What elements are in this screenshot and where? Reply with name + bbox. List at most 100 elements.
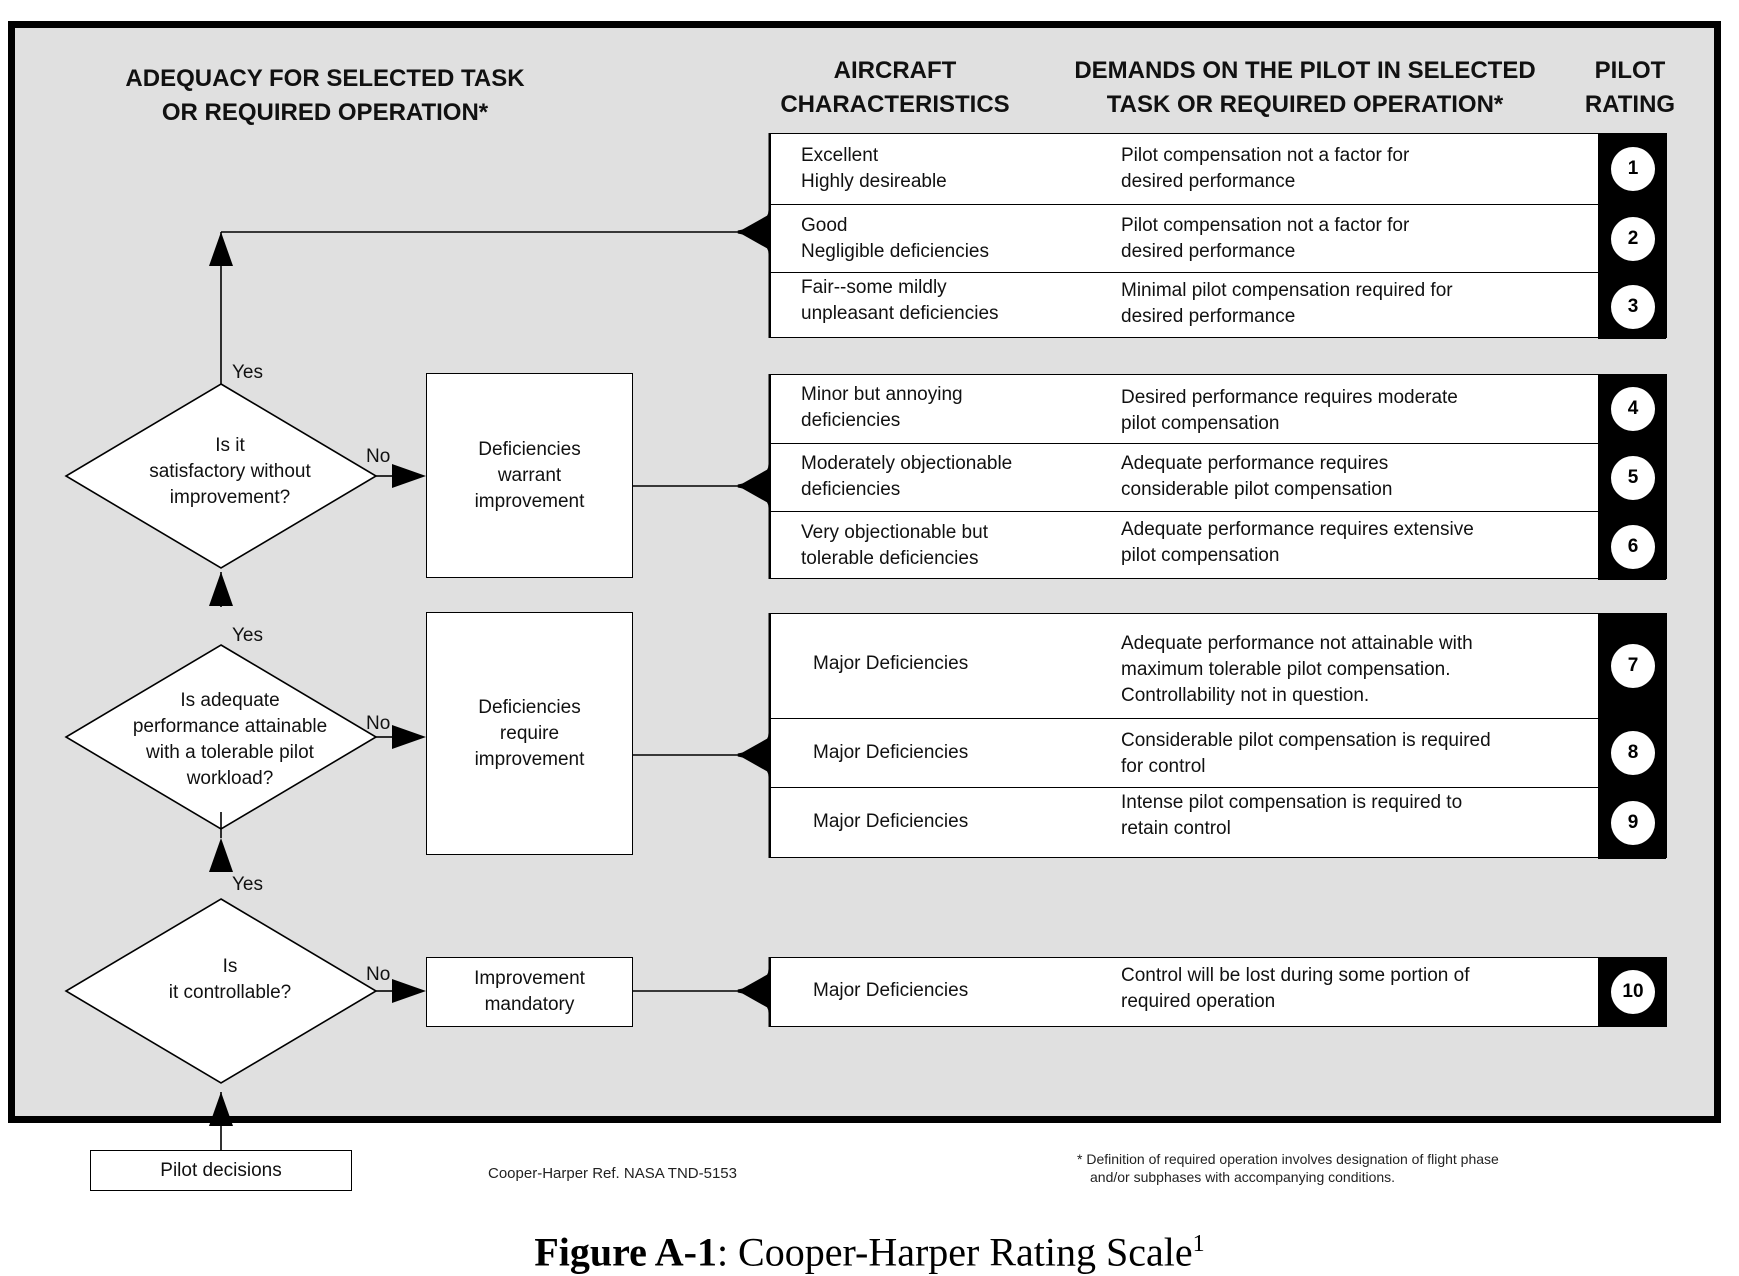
aircraft-characteristic: Major Deficiencies bbox=[813, 978, 1113, 1004]
yes-label: Yes bbox=[232, 362, 263, 383]
question-satisfactory: Is it satisfactory without improvement? bbox=[110, 433, 350, 511]
bracket-point-icon bbox=[738, 468, 770, 504]
demand-line: Pilot compensation not a factor for bbox=[1121, 145, 1410, 166]
pilot-demand: Intense pilot compensation is required t… bbox=[1121, 790, 1541, 842]
aircraft-characteristic: Major Deficiencies bbox=[813, 809, 1113, 835]
header-aircraft-line: AIRCRAFT bbox=[833, 57, 957, 84]
char-line: Major Deficiencies bbox=[813, 980, 969, 1001]
demand-line: Adequate performance not attainable with bbox=[1121, 633, 1473, 654]
outcome-box-warrant: Deficiencies warrant improvement bbox=[426, 373, 633, 578]
header-demands-line: DEMANDS ON THE PILOT IN SELECTED bbox=[1074, 57, 1536, 84]
arrowhead-up-icon bbox=[209, 572, 233, 606]
char-line: Negligible deficiencies bbox=[801, 241, 989, 262]
footnote-line: * Definition of required operation invol… bbox=[1077, 1151, 1499, 1167]
rating-cell: 4 bbox=[1598, 375, 1666, 443]
footnote: * Definition of required operation invol… bbox=[1077, 1150, 1499, 1186]
pilot-decisions-box: Pilot decisions bbox=[90, 1150, 352, 1191]
char-line: Excellent bbox=[801, 145, 879, 166]
no-label: No bbox=[366, 713, 391, 734]
rating-band-warrant: Minor but annoying deficiencies Desired p… bbox=[770, 374, 1667, 580]
yes-label: Yes bbox=[232, 625, 263, 646]
arrowhead-up-icon bbox=[209, 838, 233, 872]
demand-line: Control will be lost during some portion… bbox=[1121, 965, 1470, 986]
aircraft-characteristic: Major Deficiencies bbox=[813, 651, 1113, 677]
rating-cell: 3 bbox=[1598, 273, 1666, 339]
char-line: Major Deficiencies bbox=[813, 811, 969, 832]
outcome-box-require: Deficiencies require improvement bbox=[426, 612, 633, 855]
char-line: unpleasant deficiencies bbox=[801, 303, 999, 324]
arrowhead-up-icon bbox=[209, 232, 233, 266]
rating-row-9: Major Deficiencies Intense pilot compens… bbox=[771, 787, 1666, 859]
header-adequacy-line: OR REQUIRED OPERATION* bbox=[161, 99, 489, 126]
char-line: Minor but annoying bbox=[801, 384, 963, 405]
caption-title: : Cooper-Harper Rating Scale bbox=[716, 1229, 1193, 1275]
no-label: No bbox=[366, 446, 391, 467]
header-aircraft: AIRCRAFT CHARACTERISTICS bbox=[770, 54, 1020, 122]
rating-badge-5: 5 bbox=[1611, 456, 1655, 500]
cooper-harper-diagram: ADEQUACY FOR SELECTED TASK OR REQUIRED O… bbox=[8, 21, 1721, 1274]
rating-badge-9: 9 bbox=[1611, 801, 1655, 845]
rating-cell: 9 bbox=[1598, 788, 1666, 859]
char-line: Good bbox=[801, 215, 848, 236]
caption-label: Figure A-1 bbox=[534, 1229, 717, 1275]
bracket-point-icon bbox=[738, 214, 770, 250]
header-adequacy: ADEQUACY FOR SELECTED TASK OR REQUIRED O… bbox=[100, 62, 550, 130]
decision-diamond bbox=[64, 383, 378, 569]
decision-diamond bbox=[64, 898, 378, 1084]
char-line: Major Deficiencies bbox=[813, 653, 969, 674]
flow-connectors bbox=[64, 133, 772, 1150]
demand-line: pilot compensation bbox=[1121, 413, 1280, 434]
pilot-decisions-label: Pilot decisions bbox=[160, 1159, 282, 1181]
question-line: performance attainable bbox=[132, 716, 328, 737]
footnote-line: and/or subphases with accompanying condi… bbox=[1090, 1169, 1396, 1185]
header-rating-line: PILOT bbox=[1594, 57, 1666, 84]
arrowhead-right-icon bbox=[392, 725, 426, 749]
question-adequate-performance: Is adequate performance attainable with … bbox=[100, 688, 360, 792]
outcome-line: Deficiencies bbox=[478, 438, 581, 460]
char-line: tolerable deficiencies bbox=[801, 548, 979, 569]
question-line: satisfactory without bbox=[149, 461, 311, 482]
rating-badge-6: 6 bbox=[1611, 525, 1655, 569]
question-controllable: Is it controllable? bbox=[110, 954, 350, 1006]
outcome-line: warrant bbox=[497, 464, 562, 486]
question-line: Is it bbox=[215, 435, 245, 456]
question-line: improvement? bbox=[169, 487, 291, 508]
demand-line: desired performance bbox=[1121, 241, 1296, 262]
char-line: Very objectionable but bbox=[801, 522, 988, 543]
rating-badge-8: 8 bbox=[1611, 731, 1655, 775]
demand-line: Desired performance requires moderate bbox=[1121, 387, 1458, 408]
question-line: Is bbox=[222, 956, 238, 977]
demand-line: Adequate performance requires bbox=[1121, 453, 1389, 474]
demand-line: Minimal pilot compensation required for bbox=[1121, 280, 1453, 301]
demand-line: for control bbox=[1121, 756, 1206, 777]
char-line: deficiencies bbox=[801, 479, 901, 500]
rating-badge-7: 7 bbox=[1611, 644, 1655, 688]
demand-line: maximum tolerable pilot compensation. bbox=[1121, 659, 1451, 680]
arrowhead-right-icon bbox=[392, 464, 426, 488]
rating-badge-1: 1 bbox=[1611, 147, 1655, 191]
header-rating: PILOT RATING bbox=[1570, 54, 1690, 122]
rating-badge-2: 2 bbox=[1611, 217, 1655, 261]
aircraft-characteristic: Major Deficiencies bbox=[813, 740, 1113, 766]
demand-line: Considerable pilot compensation is requi… bbox=[1121, 730, 1491, 751]
demand-line: Controllability not in question. bbox=[1121, 685, 1370, 706]
yes-label: Yes bbox=[232, 874, 263, 895]
outcome-box-mandatory: Improvement mandatory bbox=[426, 957, 633, 1027]
demand-line: desired performance bbox=[1121, 306, 1296, 327]
arrowhead-up-icon bbox=[209, 1092, 233, 1126]
bracket-brace bbox=[737, 613, 772, 858]
char-line: deficiencies bbox=[801, 410, 901, 431]
question-line: workload? bbox=[186, 768, 274, 789]
char-line: Moderately objectionable bbox=[801, 453, 1013, 474]
demand-line: Pilot compensation not a factor for bbox=[1121, 215, 1410, 236]
rating-row-10: Major Deficiencies Control will be lost … bbox=[771, 958, 1666, 1026]
rating-row-7: Major Deficiencies Adequate performance … bbox=[771, 614, 1666, 718]
pilot-demand: Pilot compensation not a factor for desir… bbox=[1121, 213, 1541, 265]
no-label: No bbox=[366, 964, 391, 985]
bracket-point-icon bbox=[738, 973, 770, 1009]
